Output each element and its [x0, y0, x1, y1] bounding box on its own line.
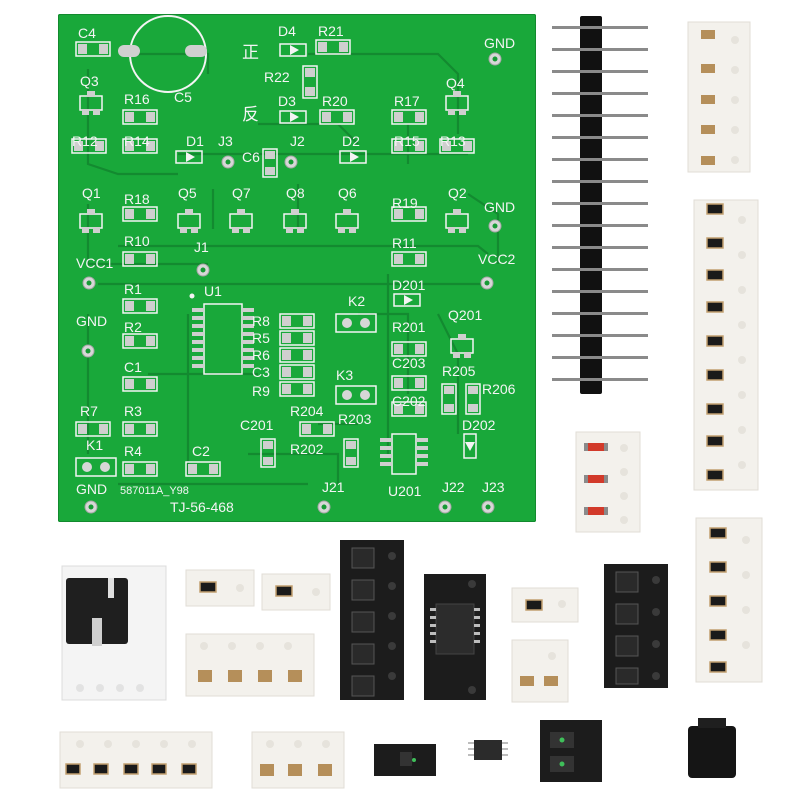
label-r19: R19	[392, 195, 418, 211]
label-r5: R5	[252, 330, 270, 346]
label-c6: C6	[242, 149, 260, 165]
label-r22: R22	[264, 69, 290, 85]
label-q8: Q8	[286, 185, 305, 201]
resistor-tape-right-icon	[693, 199, 759, 491]
label-c201: C201	[240, 417, 274, 433]
label-r11: R11	[392, 235, 417, 251]
label-r10: R10	[124, 233, 150, 249]
label-r2: R2	[124, 319, 142, 335]
label-j1: J1	[194, 239, 209, 255]
label-q3: Q3	[80, 73, 99, 89]
label-d202: D202	[462, 417, 496, 433]
label-board-code: 587011A_Y98	[120, 485, 189, 497]
label-c3: C3	[252, 364, 270, 380]
pcb-traces	[71, 15, 502, 514]
label-r202: R202	[290, 441, 324, 457]
label-k2: K2	[348, 293, 366, 309]
label-r4: R4	[124, 443, 142, 459]
label-r6: R6	[252, 347, 270, 363]
label-d4: D4	[278, 23, 296, 39]
label-r14: R14	[124, 133, 150, 149]
label-j22: J22	[442, 479, 465, 495]
label-q201: Q201	[448, 307, 483, 323]
label-j3: J3	[218, 133, 233, 149]
label-r3: R3	[124, 403, 142, 419]
label-d2: D2	[342, 133, 360, 149]
transistor-tape-icon	[340, 540, 668, 700]
label-k1: K1	[86, 437, 104, 453]
label-gnd-bottom-left: GND	[76, 481, 108, 497]
label-q5: Q5	[178, 185, 197, 201]
label-c5: C5	[174, 89, 192, 105]
label-gnd-right: GND	[484, 199, 516, 215]
label-j23: J23	[482, 479, 505, 495]
label-u1: U1	[204, 283, 222, 299]
label-r18: R18	[124, 191, 150, 207]
label-gnd-top-right: GND	[484, 35, 516, 51]
label-r203: R203	[338, 411, 372, 427]
label-fan: 反	[242, 105, 259, 124]
resistor-tape-lower-right-icon	[695, 517, 763, 683]
label-model: TJ-56-468	[170, 499, 234, 515]
label-q2: Q2	[448, 185, 467, 201]
label-r12: R12	[72, 133, 98, 149]
label-k3: K3	[336, 367, 354, 383]
label-q1: Q1	[82, 185, 101, 201]
small-parts-icon	[374, 718, 736, 782]
label-r20: R20	[322, 93, 348, 109]
buzzer-package-icon	[61, 565, 167, 701]
label-r16: R16	[124, 91, 150, 107]
label-vcc1: VCC1	[76, 255, 114, 271]
capacitor-strip-icon	[185, 633, 315, 697]
label-c203: C203	[392, 355, 426, 371]
resistor-tape-bottom-icon	[59, 731, 345, 789]
label-zheng: 正	[242, 43, 259, 62]
label-r17: R17	[394, 93, 420, 109]
label-r7: R7	[80, 403, 98, 419]
label-c2: C2	[192, 443, 210, 459]
label-r205: R205	[442, 363, 476, 379]
pcb-board: C4 C5 D4 R21 正 GND Q3 R22 Q4 反 D3 R20 R1…	[58, 14, 536, 522]
ic-tape-icon	[424, 574, 486, 700]
label-j2: J2	[290, 133, 305, 149]
label-gnd-left: GND	[76, 313, 108, 329]
label-r21: R21	[318, 23, 344, 39]
label-vcc2: VCC2	[478, 251, 516, 267]
label-d201: D201	[392, 277, 426, 293]
label-r201: R201	[392, 319, 426, 335]
label-d3: D3	[278, 93, 296, 109]
label-q4: Q4	[446, 75, 465, 91]
label-r8: R8	[252, 313, 270, 329]
label-u201: U201	[388, 483, 422, 499]
label-c4: C4	[78, 25, 96, 41]
label-c1: C1	[124, 359, 142, 375]
label-q7: Q7	[232, 185, 251, 201]
diode-tape-icon	[575, 431, 641, 533]
label-q6: Q6	[338, 185, 357, 201]
label-r1: R1	[124, 281, 142, 297]
capacitor-tape-icon	[687, 21, 751, 173]
label-r13: R13	[440, 133, 466, 149]
label-r204: R204	[290, 403, 324, 419]
pin-header-strip-icon	[552, 16, 648, 394]
resistor-pieces-icon	[185, 569, 579, 703]
label-r15: R15	[394, 133, 420, 149]
label-r9: R9	[252, 383, 270, 399]
label-r206: R206	[482, 381, 516, 397]
label-j21: J21	[322, 479, 345, 495]
label-d1: D1	[186, 133, 204, 149]
label-c202: C202	[392, 393, 426, 409]
